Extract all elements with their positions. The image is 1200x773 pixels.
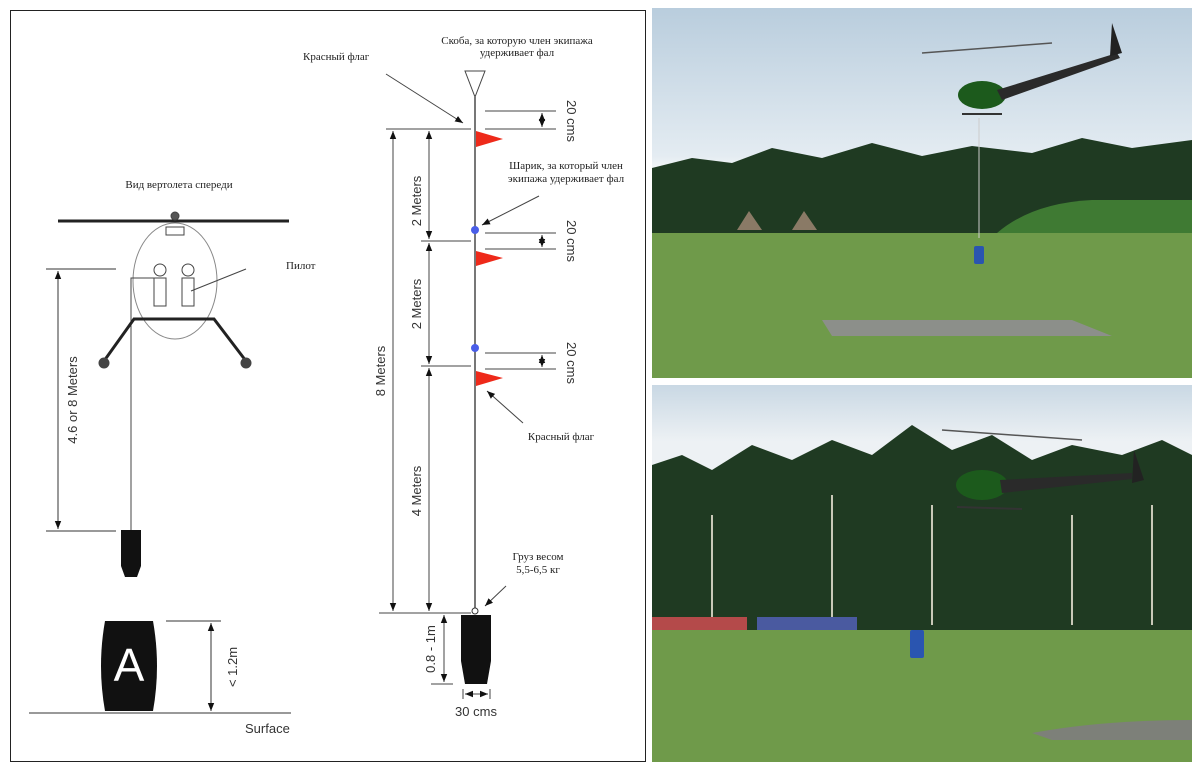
front-view-title: Вид вертолета спереди xyxy=(125,179,232,191)
ball-label-line2: экипажа удерживает фал xyxy=(508,173,625,185)
rope-length-dimension xyxy=(46,268,116,532)
shackle-label-line2: удерживает фал xyxy=(480,47,555,59)
ball-pointer xyxy=(481,195,540,226)
weight-icon xyxy=(461,615,491,684)
dim-4m-label: 4 Meters xyxy=(409,465,424,516)
weight-label-line1: Груз весом xyxy=(512,551,563,563)
rope-diagram-panel: Вид вертолета спереди Пилот 4.6 or 8 Met… xyxy=(10,10,646,762)
rope-length-label: 4.6 or 8 Meters xyxy=(65,356,80,444)
target-height-dimension xyxy=(166,620,221,711)
dim-weight-height-label: 0.8 - 1m xyxy=(423,625,438,673)
red-flag-icon xyxy=(476,131,503,386)
weight-ring-icon xyxy=(471,607,479,615)
dim-20cm-label: 20 cms xyxy=(564,220,579,262)
shackle-icon xyxy=(464,70,486,99)
dim-20cm-label: 20 cms xyxy=(564,342,579,384)
target-barrel xyxy=(974,246,984,264)
shackle-label-line1: Скоба, за которую член экипажа xyxy=(441,35,593,47)
dim-total-label: 8 Meters xyxy=(373,345,388,396)
helicopter-front-view xyxy=(58,211,289,531)
photo-scene xyxy=(652,425,1192,762)
target-height-label: < 1.2m xyxy=(225,647,240,687)
target-barrel: A xyxy=(101,621,157,711)
weight-pointer xyxy=(484,585,507,607)
dim-20cm-label: 20 cms xyxy=(564,100,579,142)
weight-icon xyxy=(121,530,141,577)
helicopter xyxy=(941,429,1144,510)
photo-helicopter-hover-field xyxy=(652,8,1192,378)
ball-icon xyxy=(471,226,479,234)
dim-weight-width-label: 30 cms xyxy=(455,704,497,719)
weight-label-line2: 5,5-6,5 кг xyxy=(516,564,560,576)
dim-2m-label: 2 Meters xyxy=(409,278,424,329)
red-flag-top-pointer xyxy=(385,73,464,124)
pilot-label: Пилот xyxy=(286,260,316,272)
red-flag-bottom-pointer xyxy=(486,390,524,424)
target-barrel xyxy=(910,630,924,658)
spacing-20cm-dimensions xyxy=(379,110,556,699)
photo-scene xyxy=(652,23,1192,378)
red-flag-top-label: Красный флаг xyxy=(303,51,370,63)
ball-icon xyxy=(471,344,479,352)
helicopter xyxy=(921,23,1122,115)
photo-helicopter-low-field xyxy=(652,385,1192,762)
red-flag-bottom-label: Красный флаг xyxy=(528,431,595,443)
dim-2m-label: 2 Meters xyxy=(409,175,424,226)
target-letter: A xyxy=(114,639,145,691)
rope-diagram: Вид вертолета спереди Пилот 4.6 or 8 Met… xyxy=(29,35,625,736)
surface-label: Surface xyxy=(245,721,290,736)
ball-label-line1: Шарик, за который член xyxy=(509,160,623,172)
